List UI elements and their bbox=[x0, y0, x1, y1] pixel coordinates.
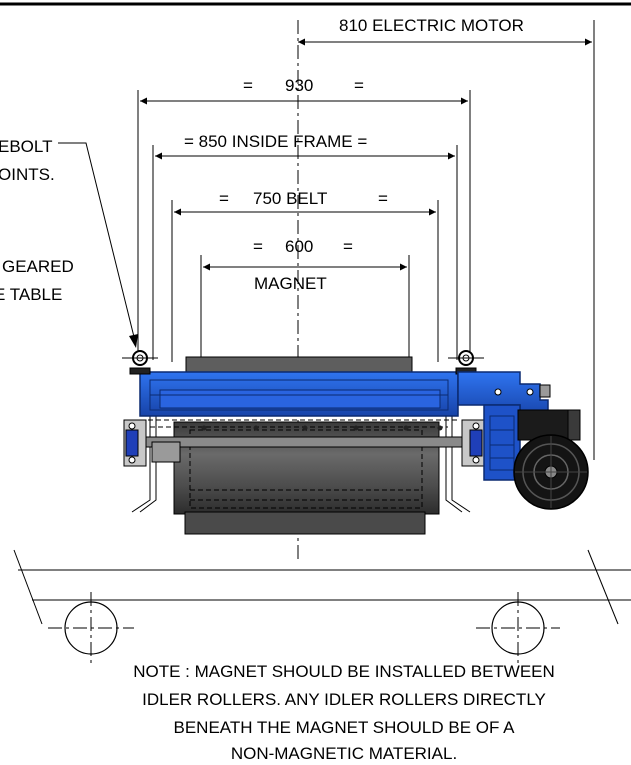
callout-geared: GEARED E TABLE bbox=[0, 257, 74, 304]
note-line-2: IDLER ROLLERS. ANY IDLER ROLLERS DIRECTL… bbox=[142, 690, 546, 709]
electric-motor-dimension-label: 810 ELECTRIC MOTOR bbox=[339, 16, 524, 35]
conveyor-belt bbox=[13, 549, 631, 625]
dimension-electric-motor: 810 ELECTRIC MOTOR bbox=[298, 16, 595, 460]
inside-frame-dimension-label: = 850 INSIDE FRAME = bbox=[184, 132, 367, 151]
magnet-eq-left: = bbox=[253, 237, 263, 256]
idler-roller-left bbox=[48, 592, 134, 664]
drum-lower-belt bbox=[184, 511, 426, 535]
overall-eq-right: = bbox=[354, 76, 364, 95]
dimension-overall: = 930 = bbox=[137, 76, 471, 355]
eyebolt-callout-line1: EBOLT bbox=[0, 137, 52, 156]
dimension-inside-frame: = 850 INSIDE FRAME = bbox=[152, 132, 458, 360]
note-line-1: NOTE : MAGNET SHOULD BE INSTALLED BETWEE… bbox=[133, 662, 555, 681]
note-line-4: NON-MAGNETIC MATERIAL. bbox=[231, 744, 457, 763]
overall-dimension-label: 930 bbox=[285, 76, 313, 95]
geared-callout-line2: E TABLE bbox=[0, 285, 62, 304]
axle bbox=[137, 436, 479, 448]
note-line-3: BENEATH THE MAGNET SHOULD BE OF A bbox=[173, 718, 515, 737]
gearbox bbox=[457, 371, 551, 481]
separator-machine bbox=[122, 350, 589, 535]
geared-callout-line1: GEARED bbox=[2, 257, 74, 276]
belt-eq-left: = bbox=[219, 189, 229, 208]
dimension-belt: = 750 BELT = bbox=[171, 189, 439, 362]
belt-dimension-label: 750 BELT bbox=[253, 189, 327, 208]
overall-eq-left: = bbox=[243, 76, 253, 95]
electric-motor bbox=[513, 409, 589, 510]
belt-eq-right: = bbox=[378, 189, 388, 208]
magnet-eq-right: = bbox=[343, 237, 353, 256]
left-eyebolt bbox=[122, 350, 158, 375]
eyebolt-callout-line2: OINTS. bbox=[0, 165, 55, 184]
magnet-dimension-label: 600 bbox=[285, 237, 313, 256]
frame-bolts bbox=[201, 425, 443, 431]
left-bearing bbox=[123, 419, 147, 467]
callout-eyebolt: EBOLT OINTS. bbox=[0, 137, 138, 348]
magnet-label: MAGNET bbox=[254, 274, 327, 293]
magnet-block bbox=[185, 356, 413, 374]
right-eyebolt bbox=[448, 350, 484, 375]
idler-roller-right bbox=[476, 592, 560, 664]
dimension-magnet: = 600 = MAGNET bbox=[200, 237, 410, 360]
right-bearing bbox=[461, 419, 485, 467]
installation-note: NOTE : MAGNET SHOULD BE INSTALLED BETWEE… bbox=[133, 662, 555, 763]
